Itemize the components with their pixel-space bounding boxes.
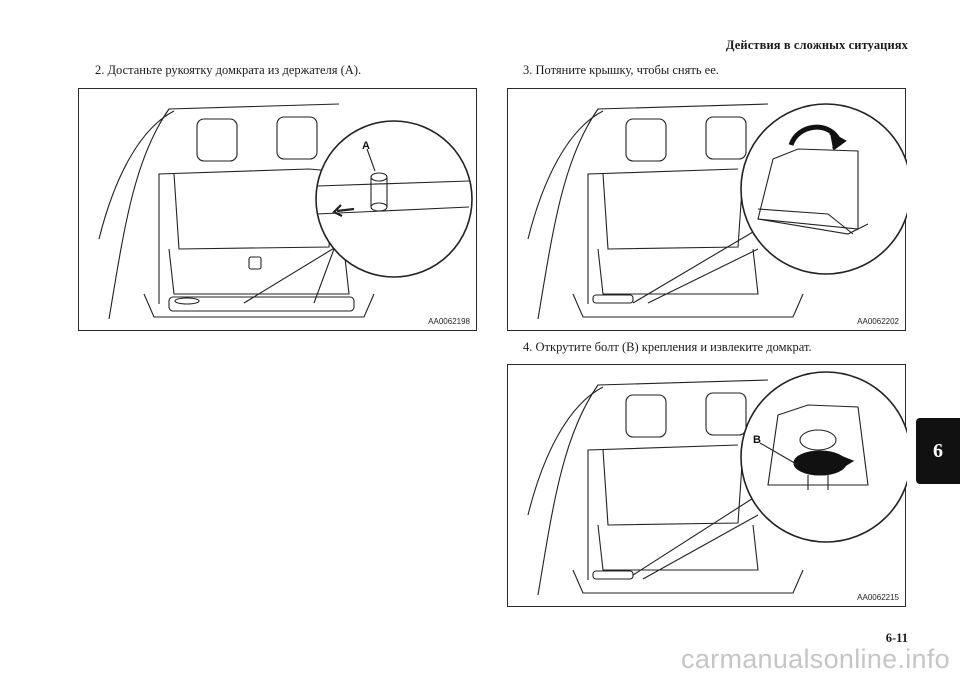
callout-label-b: B [753, 434, 761, 446]
figure-unscrew-bolt: B AA0062215 [507, 364, 907, 607]
page-number: 6-11 [885, 631, 908, 645]
figure-code-1: AA0062198 [428, 317, 470, 326]
chapter-tab: 6 [916, 418, 960, 484]
figure-remove-cover: AA0062202 [507, 88, 907, 331]
figure-code-2: AA0062202 [857, 317, 899, 326]
header-section-title: Действия в сложных ситуациях [725, 38, 908, 52]
step-3-text: 3. Потяните крышку, чтобы снять ее. [523, 63, 719, 77]
figure-jack-handle: A AA0062198 [78, 88, 477, 331]
callout-label-a: A [362, 140, 370, 152]
step-2-text: 2. Достаньте рукоятку домкрата из держат… [95, 63, 362, 77]
watermark: carmanualsonline.info [681, 644, 950, 674]
figure-code-3: AA0062215 [857, 593, 899, 602]
step-4-text: 4. Открутите болт (B) крепления и извлек… [523, 340, 812, 354]
